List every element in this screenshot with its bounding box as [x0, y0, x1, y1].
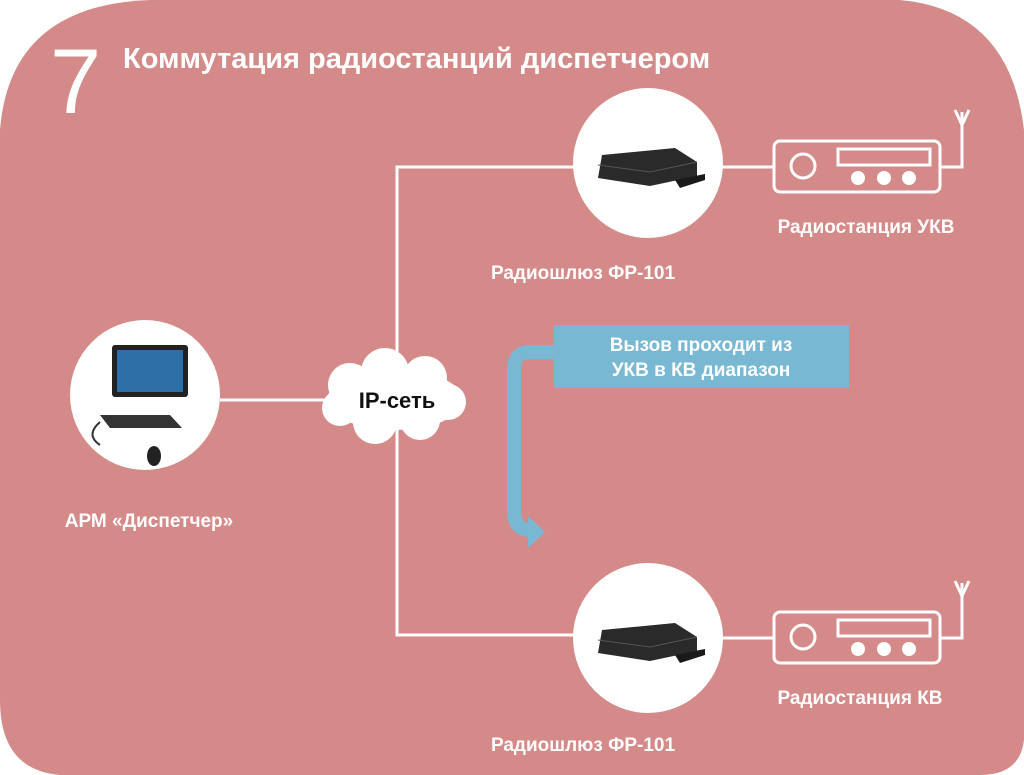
call-flow-arrow — [507, 345, 556, 537]
computer-icon — [91, 345, 188, 466]
gateway-top-node[interactable] — [573, 88, 723, 238]
gateway-bottom-node[interactable] — [573, 563, 723, 713]
gateway-top-label: Радиошлюз ФР-101 — [491, 263, 676, 284]
arrow-head — [528, 516, 545, 548]
callout-line-1: Вызов проходит из — [610, 335, 793, 356]
radio-ukv-label: Радиостанция УКВ — [778, 217, 955, 238]
title-number: 7 — [50, 31, 101, 133]
page-title: Коммутация радиостанций диспетчером — [123, 43, 710, 75]
callout-box — [554, 325, 849, 388]
gateway-device-icon — [597, 148, 705, 188]
network-label: IP-сеть — [359, 388, 436, 413]
radio-kv-label: Радиостанция КВ — [777, 688, 942, 709]
callout-line-2: УКВ в КВ диапазон — [612, 360, 791, 381]
radio-ukv-icon[interactable] — [772, 139, 942, 194]
workstation-node[interactable] — [70, 320, 220, 470]
workstation-label: АРМ «Диспетчер» — [65, 511, 233, 532]
ip-network-cloud[interactable]: IP-сеть — [322, 348, 466, 444]
gateway-bottom-label: Радиошлюз ФР-101 — [491, 735, 676, 756]
radio-kv-icon[interactable] — [772, 610, 942, 665]
gateway-device-icon — [597, 623, 705, 663]
